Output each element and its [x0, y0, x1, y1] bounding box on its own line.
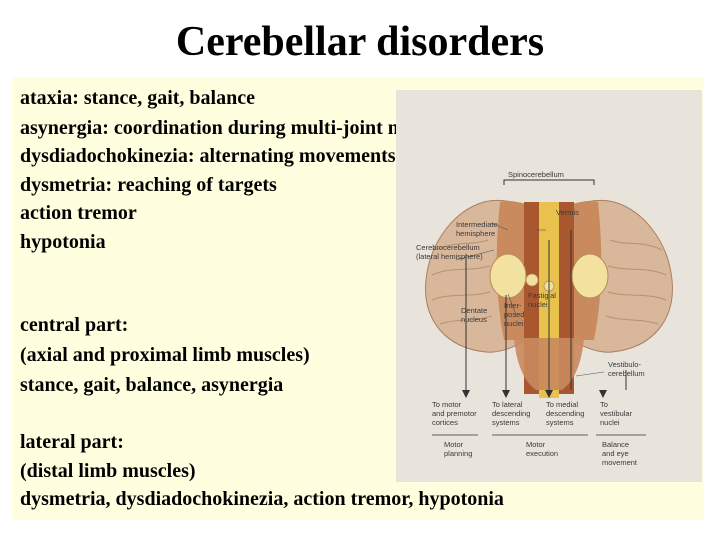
central-part-heading: central part: — [20, 314, 129, 336]
label-vestibulocerebellum: Vestibulo- cerebellum — [608, 360, 645, 378]
label-vermis: Vermis — [556, 208, 579, 217]
symptom-dysmetria: dysmetria: reaching of targets — [20, 174, 277, 196]
lateral-part-muscles: (distal limb muscles) — [20, 460, 196, 482]
dentate-nucleus-shape-right — [571, 253, 609, 299]
output-arrows — [465, 230, 627, 390]
leader-lines — [455, 222, 605, 377]
symptom-dysdiadochokinezia: dysdiadochokinezia: alternating movement… — [20, 145, 396, 167]
arrow-heads — [462, 390, 607, 398]
output-target-motor-cortices: To motor and premotor cortices — [432, 400, 477, 427]
lateral-part-heading: lateral part: — [20, 431, 124, 453]
function-balance-eye-movement: Balance and eye movement — [602, 440, 638, 467]
folia-lines — [431, 239, 667, 325]
lateral-part-symptoms: dysmetria, dysdiadochokinezia, action tr… — [20, 488, 504, 510]
label-spinocerebellum: Spinocerebellum — [508, 170, 564, 179]
symptom-asynergia: asynergia: coordination during multi-joi… — [20, 117, 485, 139]
function-motor-execution: Motor execution — [526, 440, 559, 458]
symptom-action-tremor: action tremor — [20, 202, 137, 224]
central-part-muscles: (axial and proximal limb muscles) — [20, 344, 310, 366]
output-target-vestibular-nuclei: To vestibular nuclei — [600, 400, 633, 427]
label-dentate-nucleus: Dentate nucleus — [461, 306, 488, 324]
label-fastigial-nuclei: Fastigial nuclei — [528, 291, 556, 309]
page-title: Cerebellar disorders — [175, 19, 545, 65]
spinocerebellum-bracket — [503, 179, 595, 185]
label-cerebrocerebellum: Cerebrocerebellum (lateral hemisphere) — [416, 243, 483, 261]
interposed-nucleus-shape — [525, 273, 539, 287]
label-intermediate-hemisphere: Intermediate hemisphere — [456, 220, 498, 238]
output-target-medial-systems: To medial descending systems — [546, 400, 585, 427]
dentate-nucleus-shape — [489, 253, 527, 299]
symptom-hypotonia: hypotonia — [20, 231, 106, 253]
cerebellum-diagram: Spinocerebellum Vermis Intermediate hemi… — [396, 90, 702, 482]
cerebellum-illustration — [425, 179, 673, 436]
output-target-lateral-systems: To lateral descending systems — [492, 400, 531, 427]
function-motor-planning: Motor planning — [444, 440, 473, 458]
central-part-symptoms: stance, gait, balance, asynergia — [20, 374, 284, 396]
label-interposed-nuclei: Inter- posed nuclei — [504, 301, 525, 328]
symptom-ataxia: ataxia: stance, gait, balance — [20, 87, 255, 109]
